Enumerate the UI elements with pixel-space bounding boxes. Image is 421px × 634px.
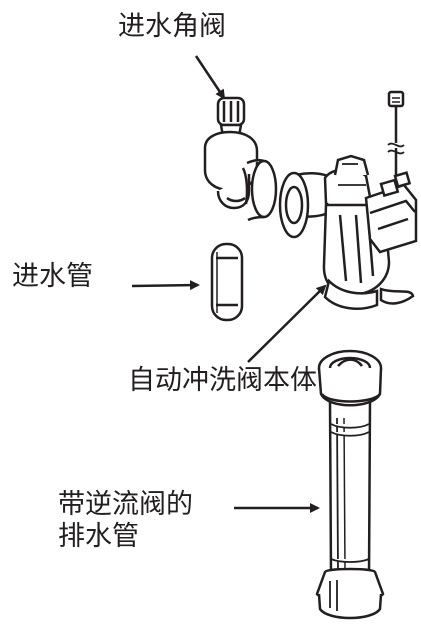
angle-valve-illustration xyxy=(203,96,278,222)
valve-body-label: 自动冲洗阀本体 xyxy=(128,365,317,396)
valve-body-leader-arrow xyxy=(247,284,327,363)
inlet-pipe-leader-arrow xyxy=(131,280,200,291)
drain-pipe-label-line-2: 排水管 xyxy=(58,520,139,552)
inlet-pipe-illustration xyxy=(210,242,244,322)
drain-pipe-label-line-1: 带逆流阀的 xyxy=(58,489,193,520)
drain-pipe-illustration xyxy=(315,349,385,620)
drain-pipe-label: 带逆流阀的 排水管 xyxy=(58,489,193,553)
angle-valve-leader-arrow xyxy=(194,55,226,100)
valve-body-illustration xyxy=(278,90,418,310)
angle-valve-label: 进水角阀 xyxy=(118,11,226,42)
inlet-pipe-label: 进水管 xyxy=(12,261,93,292)
